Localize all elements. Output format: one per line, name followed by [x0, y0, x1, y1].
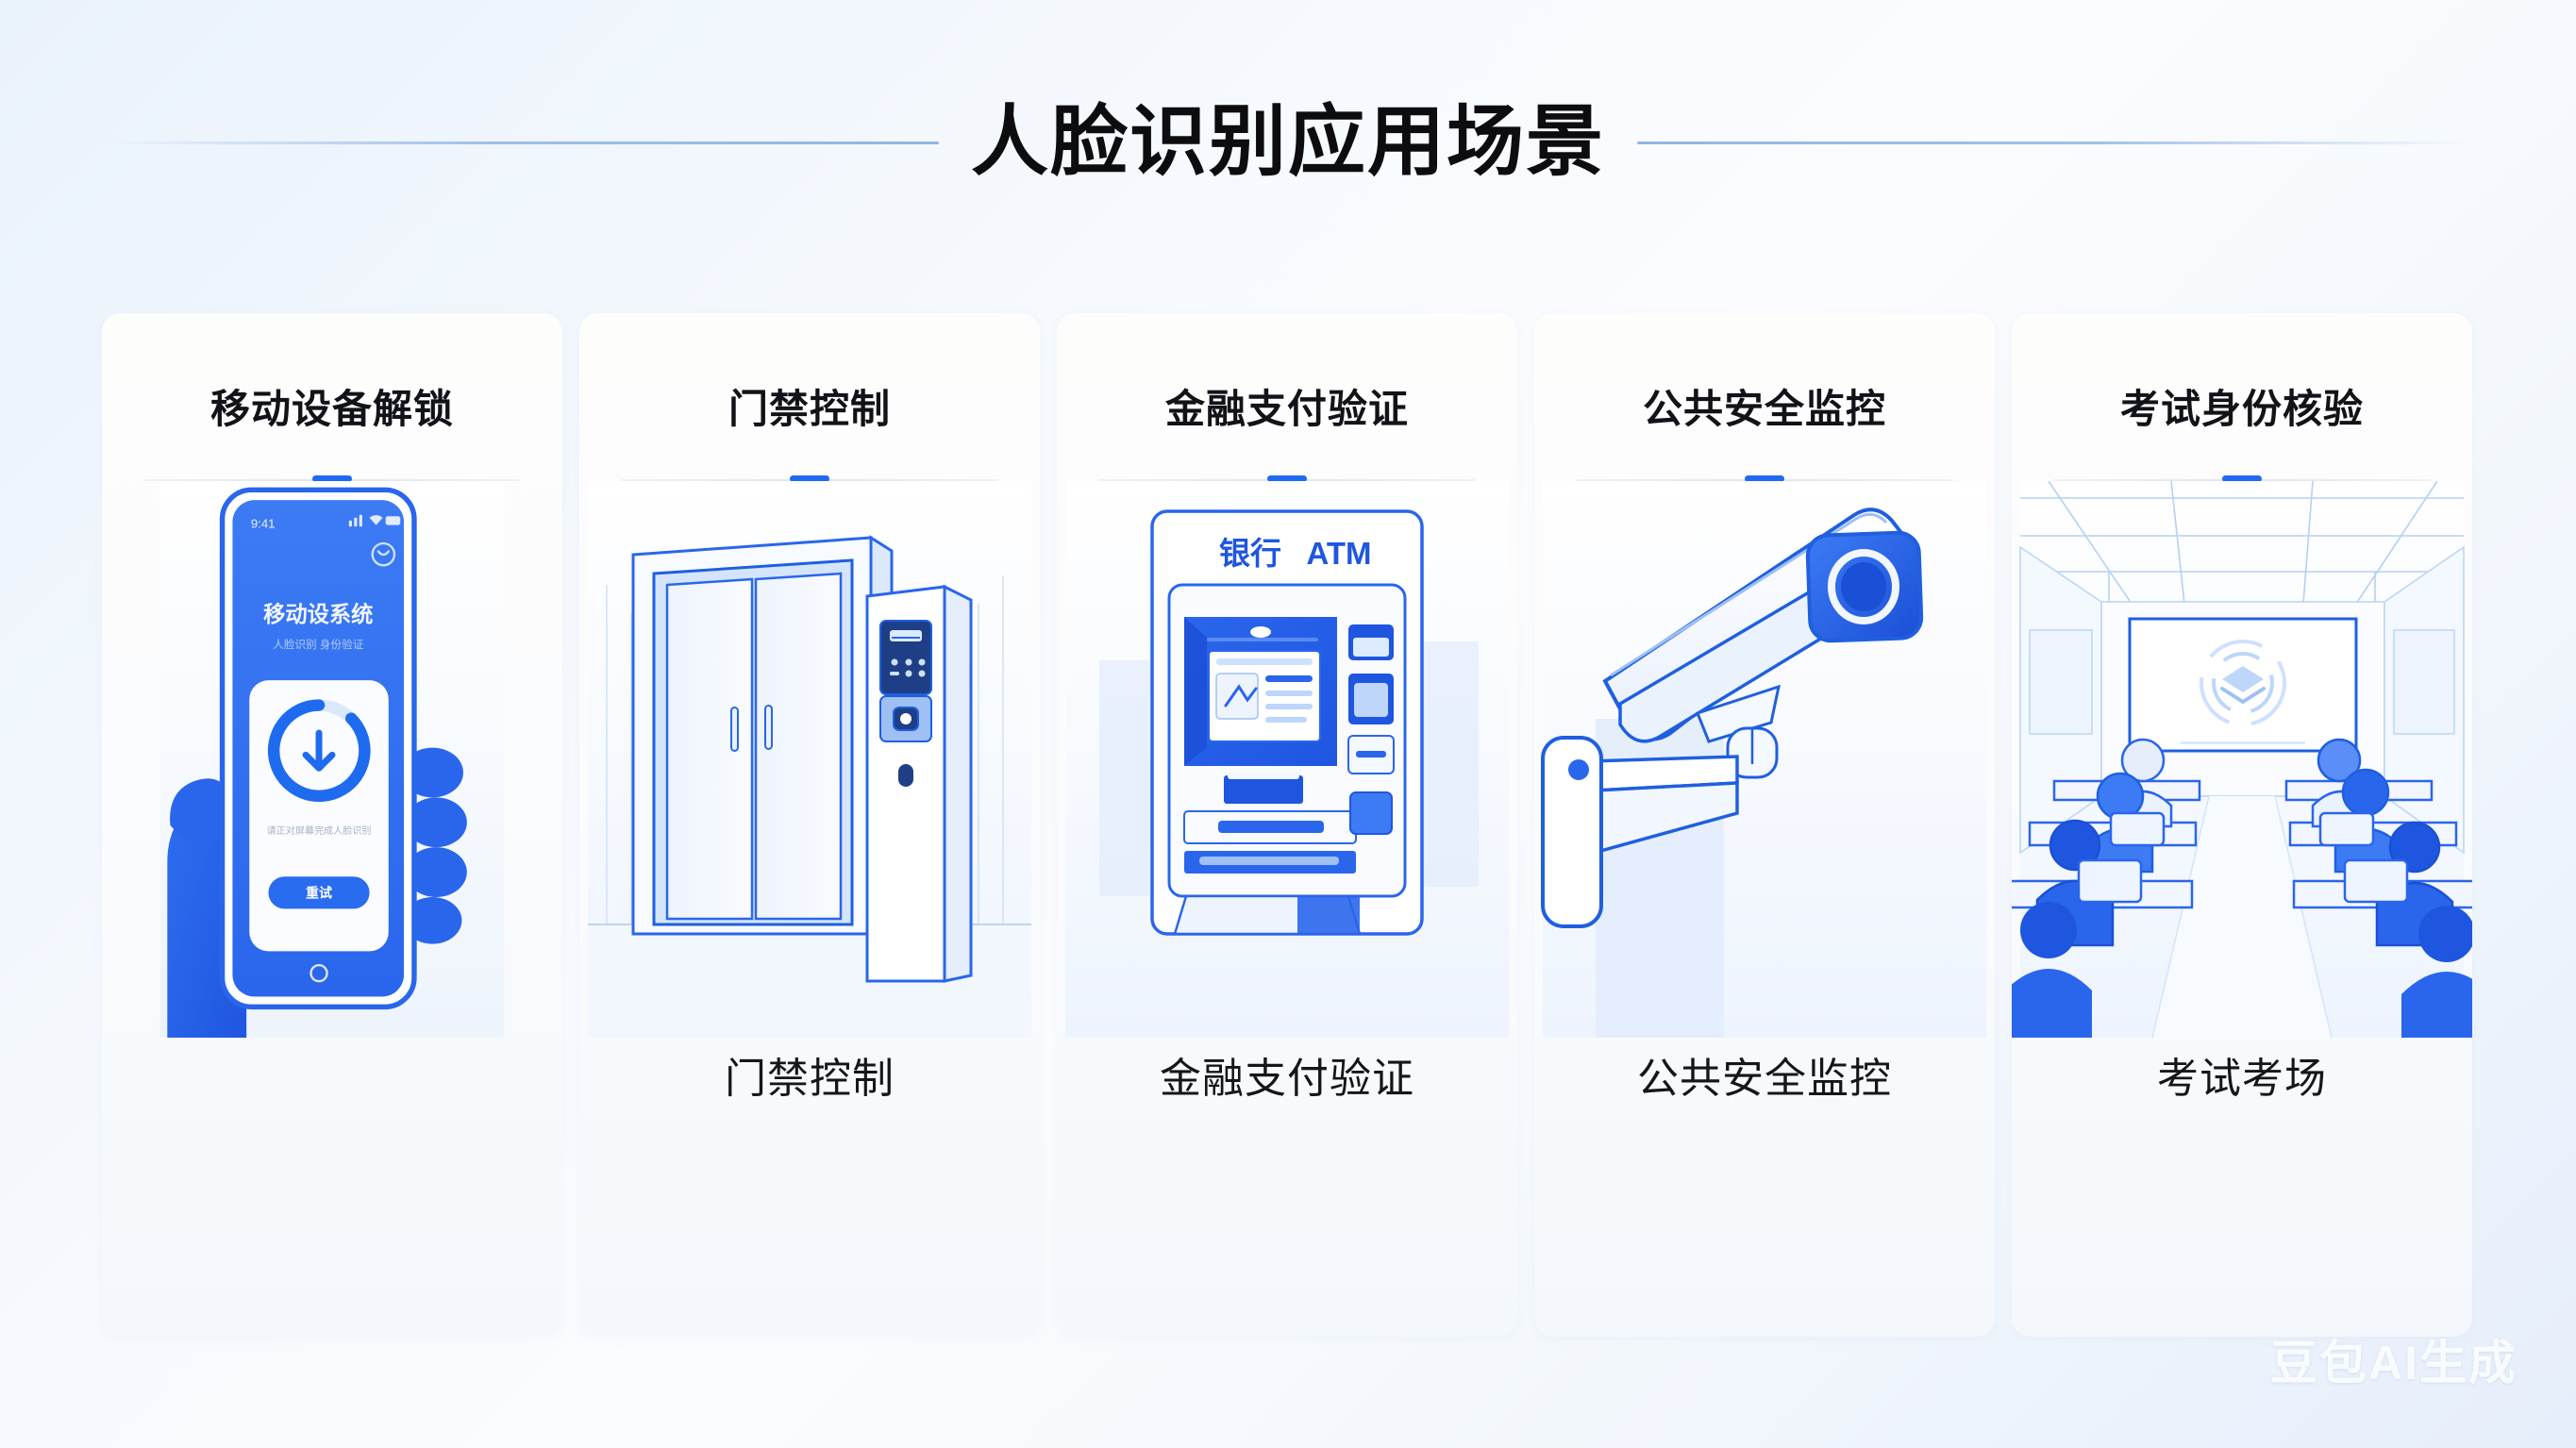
card-caption: 公共安全监控	[1637, 1056, 1892, 1102]
card-title: 移动设备解锁	[209, 386, 454, 431]
illustration-atm-machine: 银行 ATM	[1057, 481, 1517, 1038]
phone-retry-label: 重试	[306, 886, 332, 901]
scenario-card-mobile-unlock[interactable]: 移动设备解锁	[102, 313, 562, 1337]
atm-sign-cn: 银行	[1219, 536, 1281, 571]
scenario-card-payment-verification[interactable]: 金融支付验证 银行	[1057, 313, 1517, 1337]
illustration-cctv-camera	[1534, 481, 1995, 1038]
phone-app-subtitle: 人脸识别 身份验证	[273, 638, 364, 651]
header-accent-bar	[2222, 475, 2262, 482]
card-header: 考试身份核验	[2012, 313, 2472, 482]
watermark: 豆包AI生成	[2270, 1337, 2517, 1390]
card-title: 公共安全监控	[1642, 386, 1886, 431]
card-header: 公共安全监控	[1534, 313, 1995, 482]
card-header: 移动设备解锁	[102, 313, 562, 482]
scenario-card-grid: 移动设备解锁	[102, 313, 2472, 1337]
phone-app-title: 移动设系统	[263, 602, 373, 626]
illustration-phone-face-unlock: 9:41 移动设系统 人脸识别 身份验证	[102, 481, 562, 1038]
header-accent-bar	[790, 475, 829, 482]
illustration-exam-room	[2012, 481, 2472, 1038]
title-rule-left	[108, 141, 939, 144]
card-title: 金融支付验证	[1164, 386, 1409, 431]
card-caption: 金融支付验证	[1160, 1056, 1414, 1102]
phone-status-time: 9:41	[251, 517, 276, 531]
scenario-card-public-security[interactable]: 公共安全监控	[1534, 313, 1995, 1337]
title-rule-right	[1637, 141, 2467, 144]
card-header: 门禁控制	[579, 313, 1040, 482]
header-accent-bar	[312, 475, 352, 482]
phone-retry-button	[268, 876, 370, 909]
header-accent-bar	[1267, 475, 1307, 482]
scenario-card-exam-verification[interactable]: 考试身份核验	[2012, 313, 2472, 1337]
header-accent-bar	[1745, 475, 1784, 482]
scenario-card-door-access[interactable]: 门禁控制	[579, 313, 1040, 1337]
card-title: 考试身份核验	[2119, 386, 2364, 431]
card-caption: 考试考场	[2157, 1056, 2327, 1102]
illustration-door-access-control	[579, 481, 1040, 1038]
card-header: 金融支付验证	[1057, 313, 1517, 482]
page-title: 人脸识别应用场景	[970, 99, 1605, 185]
page-header: 人脸识别应用场景	[0, 91, 2576, 194]
card-title: 门禁控制	[728, 386, 891, 431]
phone-hint-text: 请正对屏幕完成人脸识别	[267, 824, 372, 837]
card-caption: 门禁控制	[725, 1056, 895, 1102]
atm-sign-en: ATM	[1306, 536, 1371, 571]
